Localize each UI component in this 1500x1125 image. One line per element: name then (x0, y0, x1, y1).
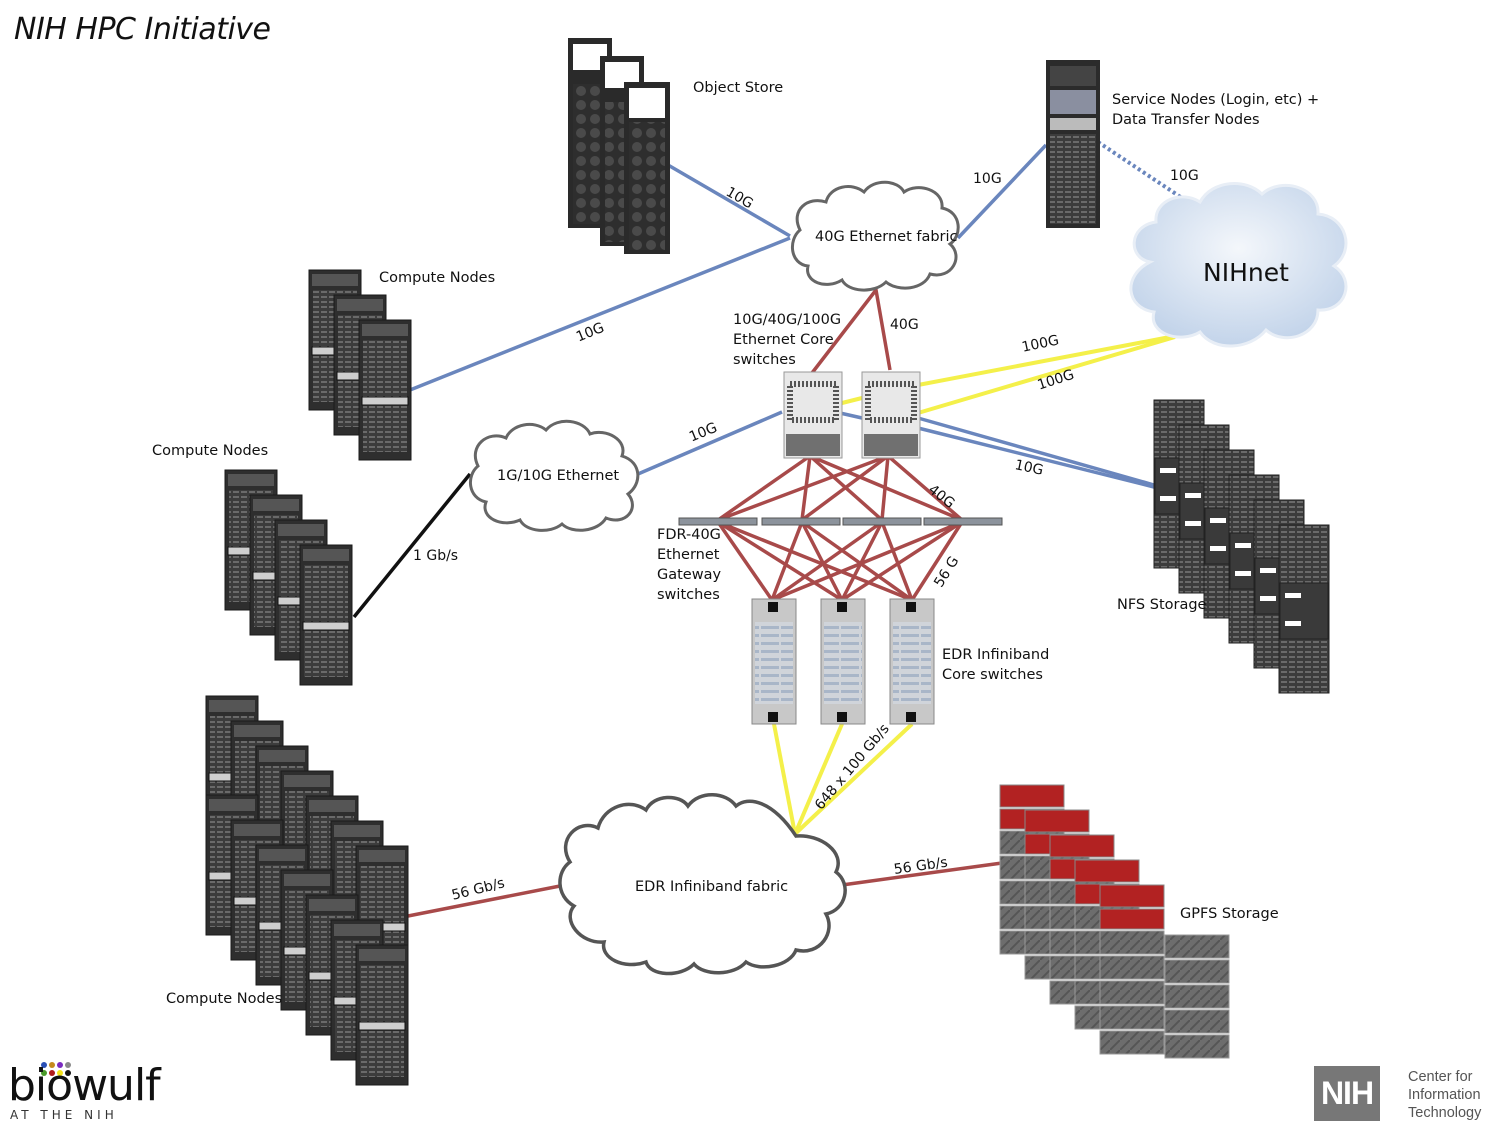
server-rack (355, 944, 409, 1086)
label-compute-nodes-top: Compute Nodes (379, 270, 496, 286)
label-ib-core-switches: EDR Infiniband Core switches (942, 645, 1049, 685)
gpfs-shelf (1164, 959, 1230, 984)
link-label-fabric-core: 40G (890, 317, 919, 333)
compute-nodes-bottom-racks[interactable] (205, 695, 409, 1086)
cloud-40g-ethernet-fabric[interactable] (791, 180, 960, 292)
cloud-label-edr-fabric: EDR Infiniband fabric (635, 879, 789, 895)
link-label-service-nihnet: 10G (1170, 168, 1199, 184)
label-line: switches (733, 352, 796, 368)
label-compute-nodes-mid: Compute Nodes (152, 443, 269, 459)
object-store-racks[interactable] (568, 38, 670, 254)
label-line: switches (657, 587, 720, 603)
links (352, 140, 1220, 918)
label-line: Gateway (657, 567, 722, 583)
label-line: Core switches (942, 667, 1043, 683)
gateway-switches[interactable] (678, 517, 1003, 526)
biowulf-dot (41, 1070, 47, 1076)
mesh-core-gateway (717, 454, 964, 522)
biowulf-wordmark: biowulf (8, 1060, 161, 1111)
label-ethernet-core-switches: 10G/40G/100G Ethernet Core switches (733, 310, 841, 370)
ethernet-core-switch[interactable] (783, 371, 843, 459)
link-core-inner (841, 396, 863, 405)
cloud-label-1g-10g-ethernet: 1G/10G Ethernet (497, 468, 620, 484)
biowulf-dot (57, 1062, 63, 1068)
biowulf-dot (49, 1070, 55, 1076)
links-ib-edr (772, 722, 914, 836)
server-rack (358, 319, 412, 461)
cit-text: Center for Information Technology (1408, 1068, 1481, 1122)
link-edr-gpfs (841, 861, 1003, 887)
label-line: FDR-40G (657, 527, 721, 543)
link-compute-top-fabric (409, 236, 791, 392)
page-title: NIH HPC Initiative (14, 12, 271, 47)
link-core-nihnet-1 (917, 334, 1176, 387)
compute-nodes-top-racks[interactable] (308, 269, 412, 461)
biowulf-dot (65, 1070, 71, 1076)
link-core-nfs-2 (917, 426, 1155, 489)
label-line: EDR Infiniband (942, 647, 1050, 663)
link-label-compute-mid: 1 Gb/s (413, 548, 459, 564)
cloud-edr-infiniband-fabric[interactable] (558, 793, 847, 976)
label-gateway-switches: FDR-40G Ethernet Gateway switches (657, 525, 721, 605)
link-objstore-fabric (667, 163, 791, 238)
cloud-label-nihnet: NIHnet (1203, 258, 1289, 287)
nfs-storage-racks[interactable] (1153, 399, 1330, 694)
service-nodes-rack[interactable] (1046, 60, 1100, 228)
infiniband-core-switches[interactable] (751, 598, 935, 725)
ethernet-core-switch[interactable] (861, 371, 921, 459)
gpfs-shelf (1164, 984, 1230, 1009)
cit-line: Information (1408, 1087, 1481, 1103)
cit-line: Technology (1408, 1105, 1482, 1121)
gpfs-array (1099, 884, 1165, 1055)
cloud-1g-10g-ethernet[interactable] (469, 419, 640, 532)
biowulf-dot (57, 1070, 63, 1076)
label-line: Ethernet Core (733, 332, 834, 348)
link-label-fabric-service: 10G (973, 171, 1002, 187)
link-core-nfs-1 (917, 416, 1155, 487)
cloud-label-40g-ethernet: 40G Ethernet fabric (815, 229, 958, 245)
link-core-mid (839, 411, 863, 420)
compute-nodes-mid-racks[interactable] (224, 469, 353, 686)
gpfs-shelf (1164, 1034, 1230, 1059)
server-rack (299, 544, 353, 686)
biowulf-subtitle: AT THE NIH (10, 1108, 118, 1122)
link-core-nihnet-2 (917, 335, 1176, 415)
biowulf-dot (49, 1062, 55, 1068)
gpfs-shelf (1164, 1009, 1230, 1034)
label-line: Ethernet (657, 547, 720, 563)
label-line: 10G/40G/100G (733, 312, 842, 328)
link-eth1-10-core (637, 410, 783, 476)
cloud-nihnet[interactable] (1129, 182, 1348, 348)
ethernet-core-switches[interactable] (783, 371, 921, 459)
nih-badge: NIH (1314, 1066, 1380, 1121)
biowulf-dot (41, 1062, 47, 1068)
label-service-nodes: Service Nodes (Login, etc) + Data Transf… (1112, 90, 1319, 130)
label-gpfs-storage: GPFS Storage (1180, 906, 1279, 922)
label-compute-nodes-bottom: Compute Nodes (166, 991, 283, 1007)
biowulf-dot (65, 1062, 71, 1068)
link-compute-mid-eth (352, 472, 472, 619)
link-fabric-service (956, 143, 1048, 240)
nfs-rack (1278, 524, 1330, 694)
label-nfs-storage: NFS Storage (1117, 597, 1207, 613)
gpfs-shelf (1164, 934, 1230, 959)
label-service-nodes-line-2: Data Transfer Nodes (1112, 112, 1260, 128)
link-fabric-core (810, 285, 892, 375)
label-object-store: Object Store (693, 80, 784, 96)
link-compute-bottom-edr (407, 884, 561, 918)
label-service-nodes-line-1: Service Nodes (Login, etc) + (1112, 92, 1320, 108)
gpfs-storage-arrays[interactable] (999, 784, 1230, 1059)
cit-line: Center for (1408, 1069, 1473, 1085)
mesh-gateway-ib (716, 520, 964, 602)
